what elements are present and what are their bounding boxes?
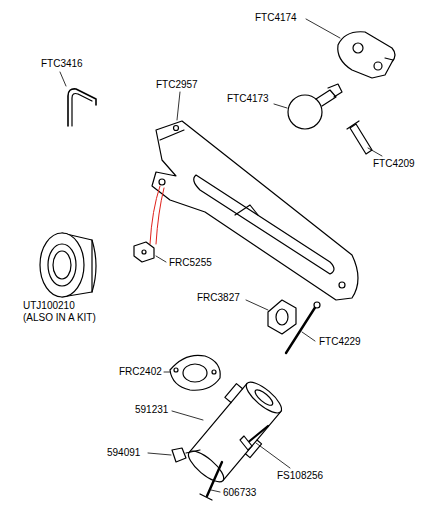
part-number: UTJ100210	[22, 300, 76, 312]
part-number: FTC4174	[254, 12, 298, 24]
part-number: 594091	[106, 447, 141, 459]
part-number: (ALSO IN A KIT)	[22, 312, 97, 324]
part-number: FTC4229	[318, 336, 362, 348]
part-number: FTC4173	[226, 93, 270, 105]
part-number: 606733	[222, 487, 257, 499]
part-number: FTC3416	[40, 58, 84, 70]
part-number: FTC4209	[372, 158, 416, 170]
part-number: FS108256	[276, 470, 324, 482]
part-number: FRC3827	[196, 292, 241, 304]
part-number: FRC5255	[168, 257, 213, 269]
part-number: FRC2402	[118, 366, 163, 378]
part-number: FTC2957	[155, 79, 199, 91]
part-number: 591231	[134, 404, 169, 416]
